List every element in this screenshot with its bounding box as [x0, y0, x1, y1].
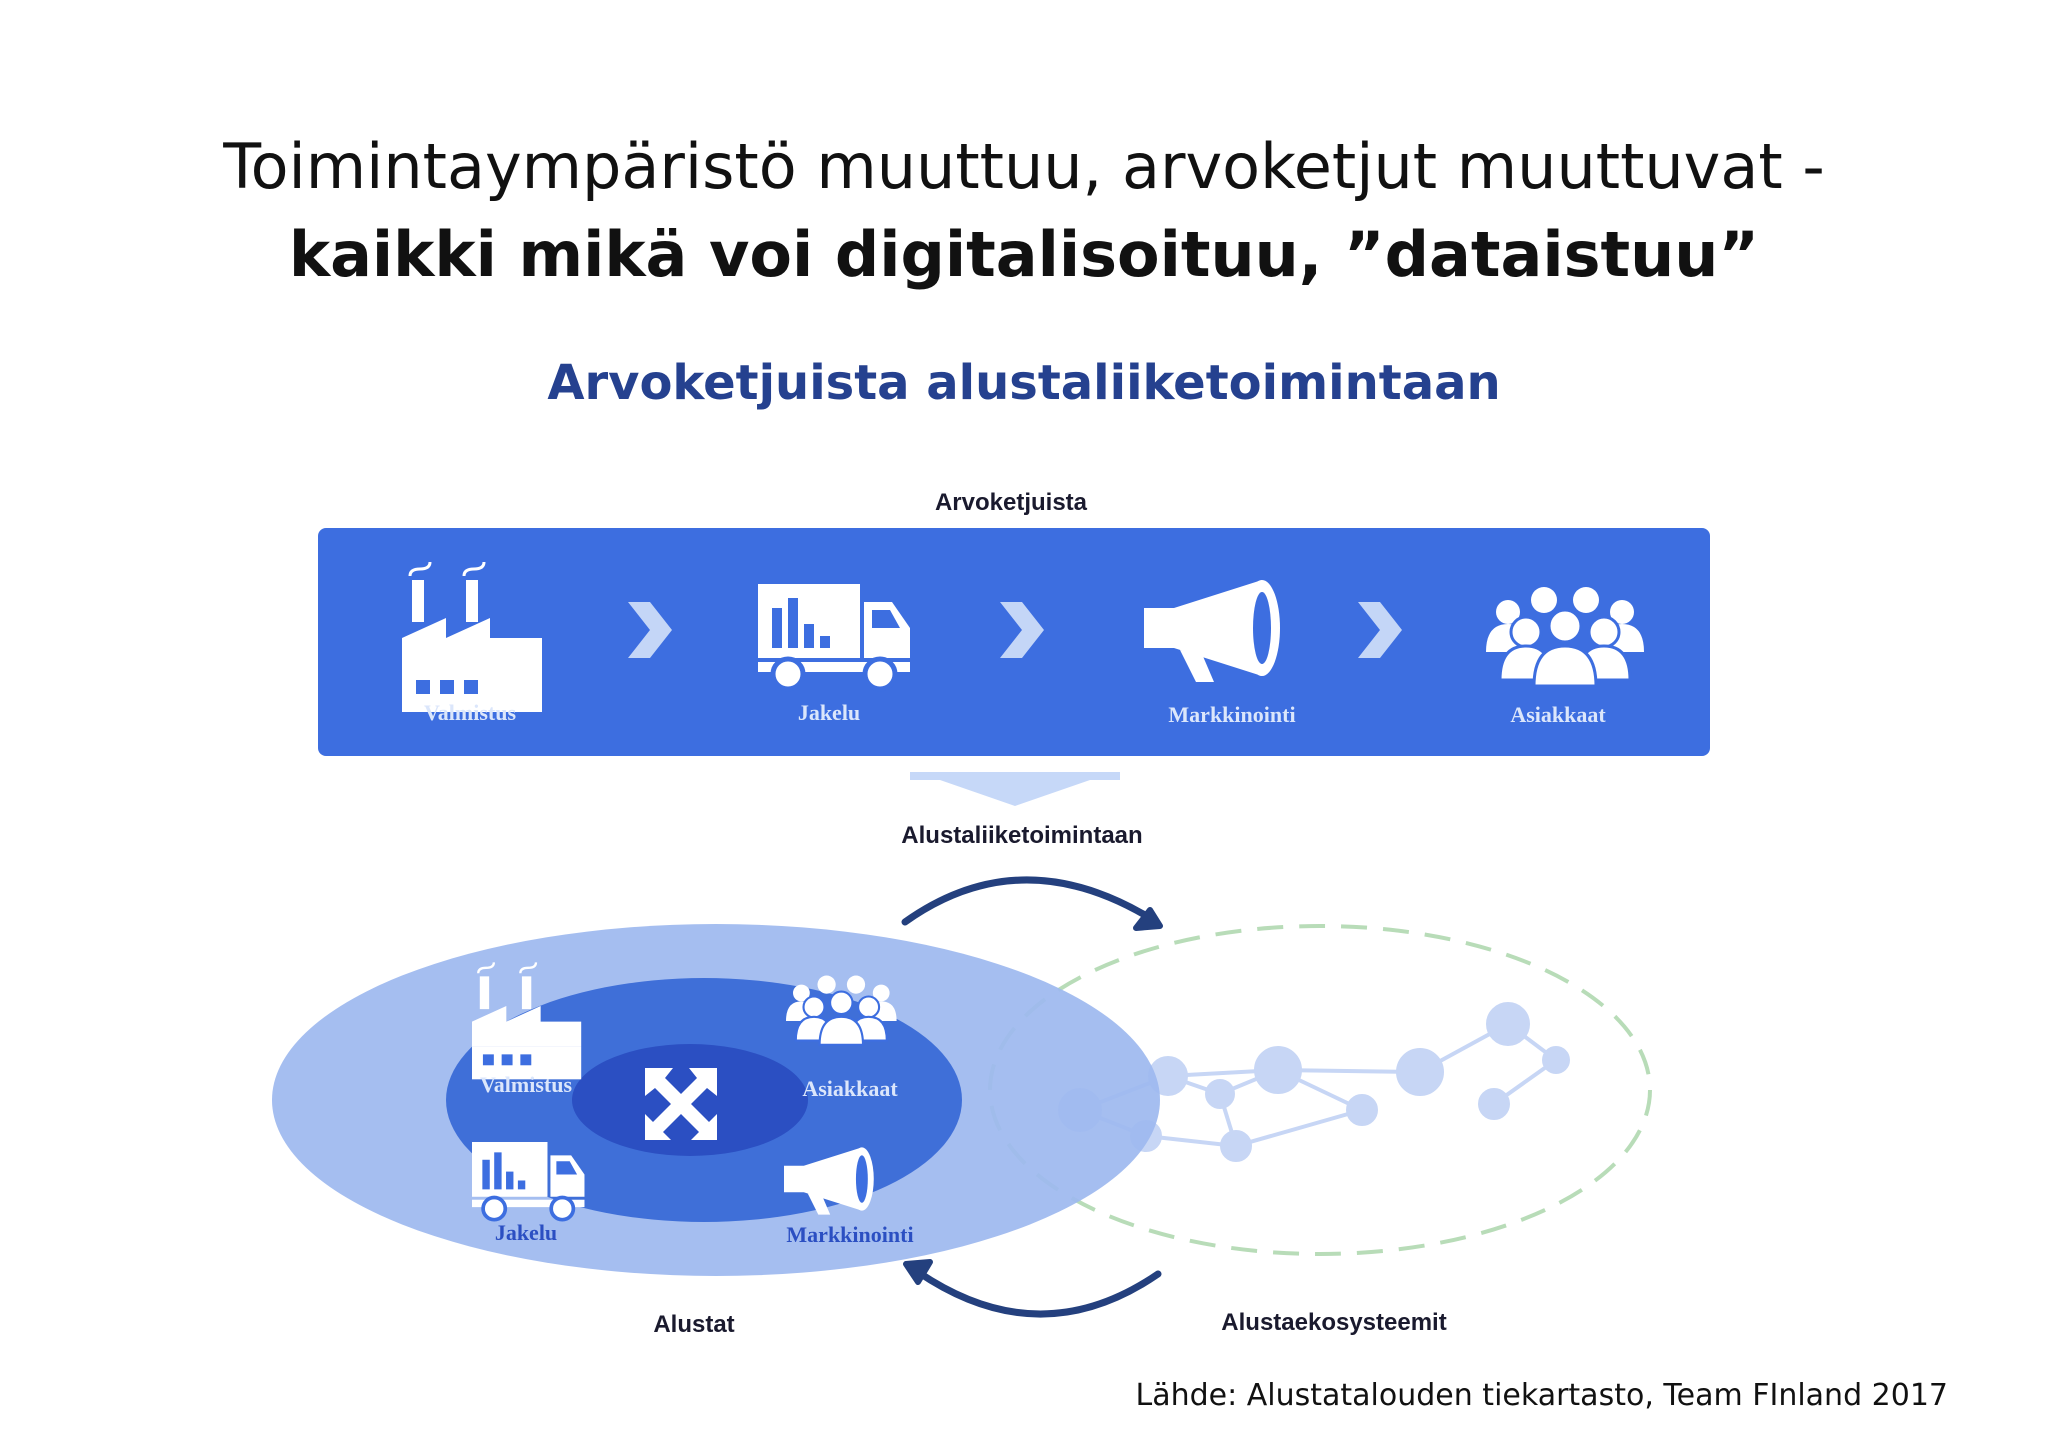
step-label-valmistus: Valmistus: [424, 700, 517, 725]
platform-label-jakelu: Jakelu: [495, 1220, 557, 1245]
transition-label: Alustaliiketoimintaan: [901, 822, 1142, 849]
expand-arrows-icon: [645, 1068, 717, 1140]
arrowhead-top-icon: [1133, 907, 1163, 931]
cycle-arrow-top: [901, 876, 1154, 926]
ecosystem-ellipse: [988, 924, 1652, 1256]
ecosystem-label: Alustaekosysteemit: [1221, 1309, 1446, 1336]
slide-title-line2: kaikki mikä voi digitalisoituu, ”dataist…: [288, 218, 1760, 291]
step-label-markkinointi: Markkinointi: [1168, 702, 1295, 727]
source-citation: Lähde: Alustatalouden tiekartasto, Team …: [1135, 1378, 1949, 1413]
platform-label-markkinointi: Markkinointi: [786, 1222, 913, 1247]
value-chain-label: Arvoketjuista: [935, 489, 1088, 516]
arrowhead-bottom-icon: [903, 1259, 933, 1285]
cycle-arrow-bottom: [914, 1268, 1162, 1318]
slide-title-line1: Toimintaympäristö muuttuu, arvoketjut mu…: [223, 130, 1825, 203]
step-label-asiakkaat: Asiakkaat: [1510, 702, 1606, 727]
down-arrow-icon: [910, 772, 1120, 806]
step-label-jakelu: Jakelu: [798, 700, 860, 725]
platform-label: Alustat: [653, 1311, 734, 1338]
platform-label-valmistus: Valmistus: [480, 1072, 573, 1097]
diagram-heading: Arvoketjuista alustaliiketoimintaan: [547, 355, 1501, 411]
platform-label-asiakkaat: Asiakkaat: [802, 1076, 898, 1101]
